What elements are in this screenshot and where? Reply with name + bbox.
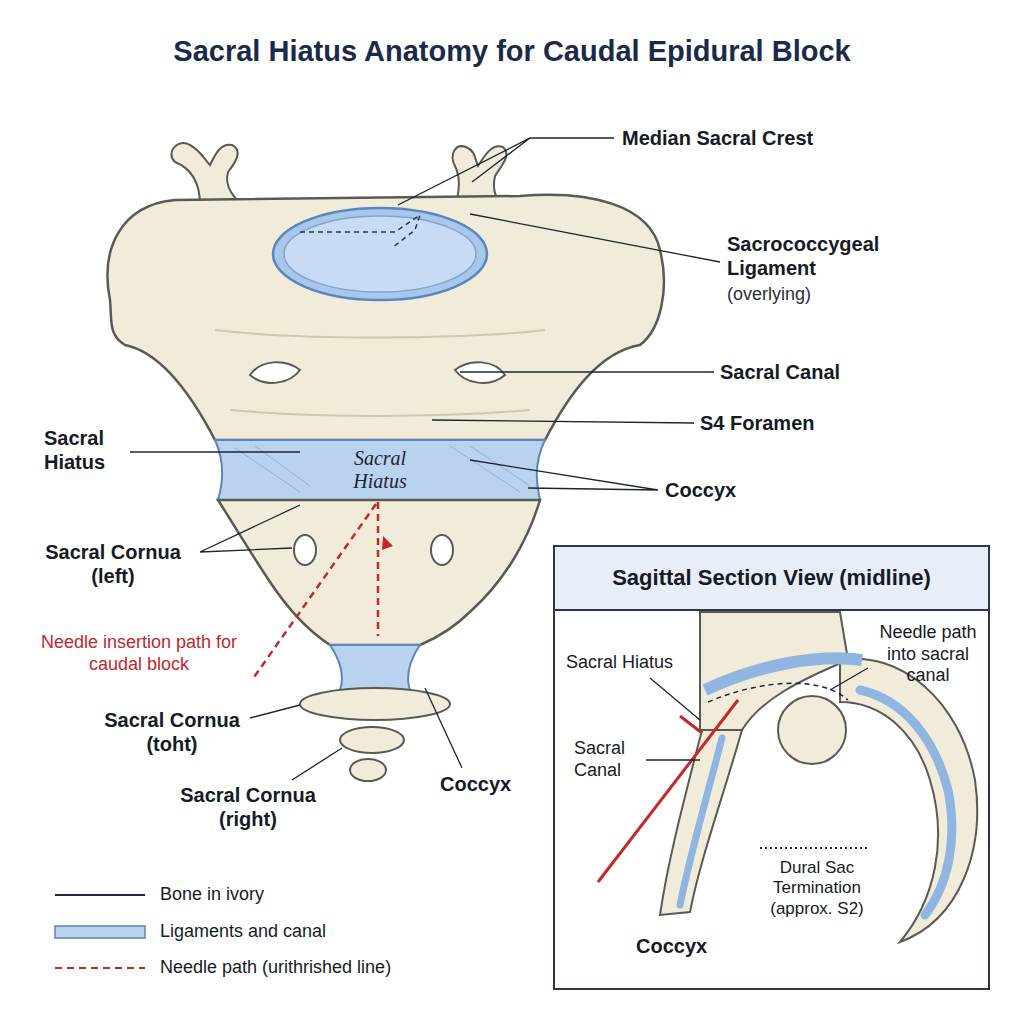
leader-line <box>830 668 868 690</box>
leader-line <box>200 505 300 552</box>
ridge-line <box>215 330 545 338</box>
sagittal-bone <box>660 730 742 915</box>
sacrum-base <box>108 195 664 440</box>
leader-line <box>646 759 700 760</box>
legend-text: Needle path (urithrished line) <box>160 957 391 979</box>
needle-path <box>377 502 380 636</box>
legend-text: Bone in ivory <box>160 884 264 906</box>
dural-sac-line <box>760 847 868 849</box>
part-label: Coccyx <box>636 934 736 958</box>
legend-swatch <box>55 926 145 938</box>
part-label: Dural Sac Termination (approx. S2) <box>742 858 892 919</box>
part-label: Sacral Hiatus <box>566 652 696 674</box>
articular-process <box>171 143 246 206</box>
leader-line <box>432 420 694 423</box>
part-label: Coccyx <box>665 478 785 502</box>
leader-line <box>425 688 462 768</box>
part-label: Sacral Canal <box>574 738 646 781</box>
needle-arrowhead <box>382 536 393 550</box>
leader-line <box>250 705 300 718</box>
leader-line <box>460 371 714 372</box>
leader-line <box>470 214 720 262</box>
legend-line-sample <box>55 894 145 896</box>
ligament-fibre <box>235 446 530 492</box>
part-label: Sacral Cornua (toht) <box>92 708 252 756</box>
note-label: (overlying) <box>727 284 877 306</box>
part-label: Sacral Canal <box>720 360 920 384</box>
sacral-foramen <box>431 535 453 565</box>
legend-entry <box>55 895 145 896</box>
leader-line <box>470 460 658 490</box>
sacral-foramen <box>294 535 316 565</box>
part-label: Sacral Hiatus <box>44 426 134 474</box>
needle-path <box>252 504 376 680</box>
sacral-canal-opening <box>284 216 476 292</box>
sacral-canal-opening <box>273 208 487 300</box>
sagittal-canal <box>680 738 722 905</box>
coccyx-segment <box>340 727 404 753</box>
band-label: Sacral Hiatus <box>335 447 425 493</box>
canal-dashed-line <box>708 683 848 702</box>
ligament-band-label: Sacral Hiatus <box>331 445 429 495</box>
part-label: Median Sacral Crest <box>622 126 922 150</box>
part-label: Sacral Cornua (right) <box>168 783 328 831</box>
legend-line-sample <box>55 967 145 969</box>
part-label: Sacral Cornua (left) <box>28 540 198 588</box>
sacrum-lower <box>218 500 540 645</box>
sagittal-canal <box>860 690 952 915</box>
sagittal-bone <box>778 696 846 764</box>
needle-label: Needle insertion path for caudal block <box>36 632 242 675</box>
leader-line <box>292 748 342 780</box>
part-label: Sacrococcygeal Ligament <box>727 232 907 280</box>
legend-entry <box>55 968 145 969</box>
leader-line <box>650 678 700 720</box>
coccyx-segment <box>350 759 386 781</box>
sacral-foramen <box>250 362 300 383</box>
legend-text: Ligaments and canal <box>160 921 326 943</box>
panel-heading: Sagittal Section View (midline) <box>555 547 988 611</box>
part-label: S4 Foramen <box>700 411 900 435</box>
needle <box>598 700 738 882</box>
part-label: Needle path into sacral canal <box>872 622 984 687</box>
ligament-band <box>215 440 545 500</box>
leader-line <box>130 451 300 452</box>
diagram-title: Sacral Hiatus Anatomy for Caudal Epidura… <box>0 34 1024 69</box>
ridge-line <box>230 410 530 416</box>
legend-entry <box>55 926 145 938</box>
crest-dashed-line <box>300 215 420 248</box>
sacrococcygeal-ligament <box>330 645 420 690</box>
part-label: Coccyx <box>440 772 540 796</box>
leader-line <box>398 138 614 205</box>
